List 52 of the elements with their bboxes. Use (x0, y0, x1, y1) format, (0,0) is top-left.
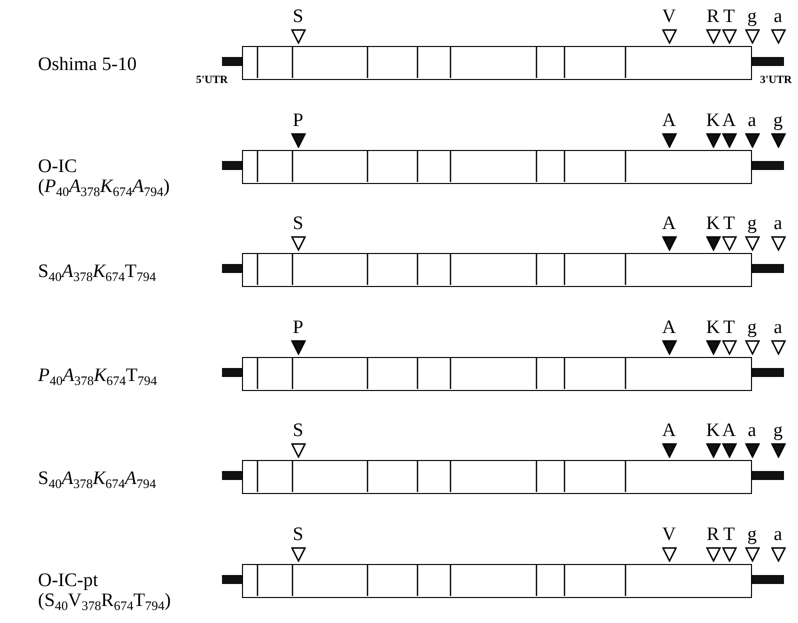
strain-label: (P$_{40}$A$_{378}$K$_{674}$A$_{794}$) (38, 176, 170, 196)
residue-letter: A (661, 214, 677, 234)
residue-letter: a (746, 421, 758, 441)
utr-label: 5'UTR (196, 74, 228, 86)
residue-letter: g (746, 7, 758, 27)
residue-letter: A (661, 421, 677, 441)
residue-letter: V (661, 7, 677, 27)
residue-letter: g (746, 318, 758, 338)
genome-bar (242, 150, 752, 184)
residue-letter: R (706, 7, 720, 27)
strain-label: O-IC (38, 156, 78, 176)
residue-letter: R (706, 524, 720, 544)
residue-letter: g (746, 214, 758, 234)
residue-letter: K (705, 318, 721, 338)
strain-label: S$_{40}$A$_{378}$K$_{674}$A$_{794}$ (38, 469, 156, 489)
genome-bar (242, 356, 752, 390)
residue-letter: S (292, 524, 304, 544)
residue-letter: g (772, 421, 784, 441)
residue-letter: T (722, 318, 736, 338)
strain-label: (S$_{40}$V$_{378}$R$_{674}$T$_{794}$) (38, 590, 171, 610)
residue-letter: T (722, 524, 736, 544)
residue-letter: A (721, 421, 737, 441)
strain-label: Oshima 5-10 (38, 55, 137, 75)
residue-letter: a (772, 524, 784, 544)
residue-letter: A (721, 110, 737, 130)
residue-letter: g (772, 110, 784, 130)
residue-letter: P (292, 110, 304, 130)
residue-letter: a (772, 214, 784, 234)
residue-letter: K (705, 110, 721, 130)
strain-label: O-IC-pt (38, 570, 98, 590)
genome-bar (242, 460, 752, 494)
utr-label: 3'UTR (760, 74, 792, 86)
residue-letter: a (772, 318, 784, 338)
residue-letter: a (772, 7, 784, 27)
genome-bar (242, 253, 752, 287)
genome-bar (242, 46, 752, 80)
residue-letter: S (292, 214, 304, 234)
residue-letter: T (722, 7, 736, 27)
residue-letter: a (746, 110, 758, 130)
strain-label: P$_{40}$A$_{378}$K$_{674}$T$_{794}$ (38, 366, 158, 386)
residue-letter: A (661, 318, 677, 338)
genome-bar (242, 564, 752, 598)
residue-letter: K (705, 214, 721, 234)
residue-letter: P (292, 318, 304, 338)
residue-letter: V (661, 524, 677, 544)
residue-letter: K (705, 421, 721, 441)
residue-letter: S (292, 421, 304, 441)
residue-letter: g (746, 524, 758, 544)
strain-label: S$_{40}$A$_{378}$K$_{674}$T$_{794}$ (38, 262, 156, 282)
residue-letter: T (722, 214, 736, 234)
residue-letter: A (661, 110, 677, 130)
residue-letter: S (292, 7, 304, 27)
